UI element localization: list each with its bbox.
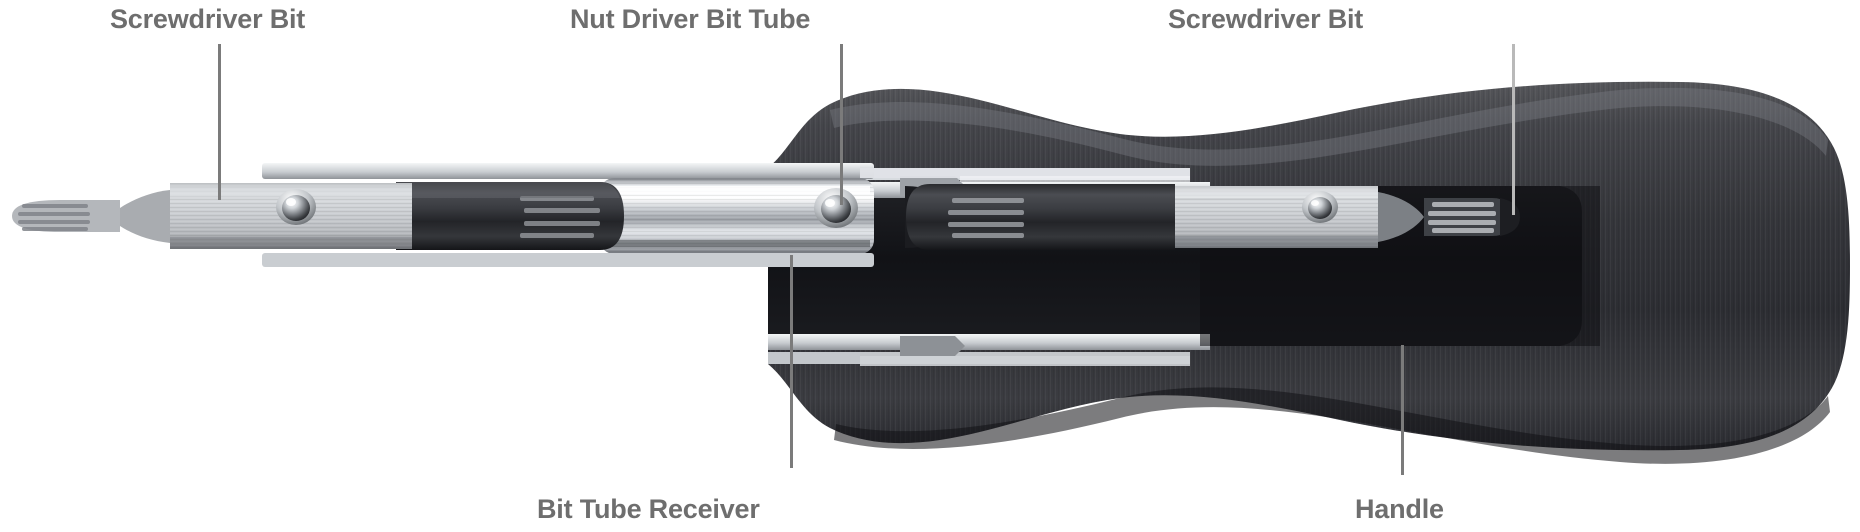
front-hex-shank — [120, 183, 412, 249]
callout-label-handle: Handle — [1355, 494, 1444, 524]
receiver-bright-strips — [860, 168, 1190, 366]
callout-label-screwdriver-bit-left: Screwdriver Bit — [110, 4, 306, 34]
front-torx-tip — [12, 200, 120, 232]
leader-line-handle — [1401, 345, 1404, 475]
nut-driver-bit-tube-group — [262, 163, 874, 267]
callout-label-nut-driver-bit-tube: Nut Driver Bit Tube — [570, 4, 811, 34]
rear-ball-detent — [1302, 191, 1338, 223]
front-ball-detent — [276, 189, 316, 225]
leader-line-screwdriver-bit-left — [218, 44, 221, 200]
front-black-oxide-bit — [396, 182, 624, 250]
leader-line-screwdriver-bit-right — [1512, 44, 1515, 215]
rear-screwdriver-bit — [905, 184, 1520, 250]
handle-cutaway-interior — [768, 168, 1600, 364]
leader-line-nut-driver-bit-tube — [840, 44, 843, 205]
handle-body-group — [768, 81, 1850, 464]
callout-label-bit-tube-receiver: Bit Tube Receiver — [537, 494, 760, 524]
leader-line-bit-tube-receiver — [790, 255, 793, 468]
callout-label-screwdriver-bit-right: Screwdriver Bit — [1168, 4, 1364, 34]
nut-driver-ball-detent — [814, 188, 858, 228]
